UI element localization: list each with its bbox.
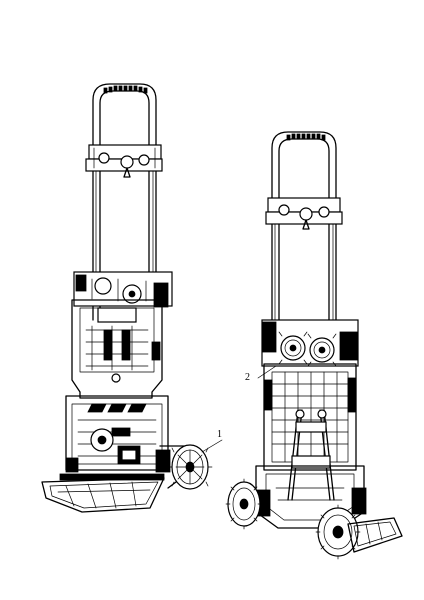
handle-grip: [286, 133, 326, 141]
nose-plate: [41, 473, 165, 513]
left-trolley: [41, 83, 223, 513]
rear-wheel-left: [225, 478, 263, 530]
callout-2-label: 2: [245, 372, 250, 383]
handle-clamp: [85, 144, 163, 178]
callout-1-label: 1: [217, 429, 222, 440]
frame: [263, 363, 357, 501]
hinge-block: [261, 319, 359, 367]
right-trolley: [225, 131, 403, 560]
hinge-block: [73, 271, 173, 308]
lower-frame: [65, 395, 171, 473]
handle-clamp: [265, 197, 343, 230]
wheel: [159, 444, 213, 490]
back-panel: [71, 299, 163, 399]
rear-wheel-right: [315, 504, 361, 560]
handle-grip: [103, 85, 148, 94]
nose-plate: [347, 517, 403, 553]
